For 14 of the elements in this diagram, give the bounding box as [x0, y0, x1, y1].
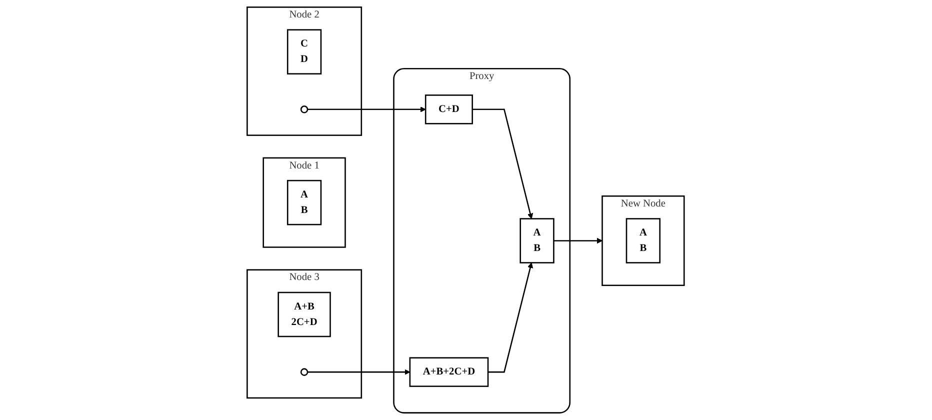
node-box: A B: [626, 218, 661, 264]
arrow: [488, 262, 534, 373]
arrow: [308, 369, 411, 375]
arrow: [554, 238, 603, 244]
node-box: A B: [287, 180, 322, 226]
node-box: C D: [287, 29, 322, 74]
node-box: A+B 2C+D: [278, 292, 332, 338]
node-box: C+D: [425, 94, 474, 124]
node-circle: [300, 368, 309, 376]
node-box: A B: [520, 218, 555, 264]
node-box: A+B+2C+D: [410, 357, 489, 387]
arrow: [308, 106, 426, 112]
node-circle: [300, 106, 309, 114]
arrow: [472, 108, 534, 219]
